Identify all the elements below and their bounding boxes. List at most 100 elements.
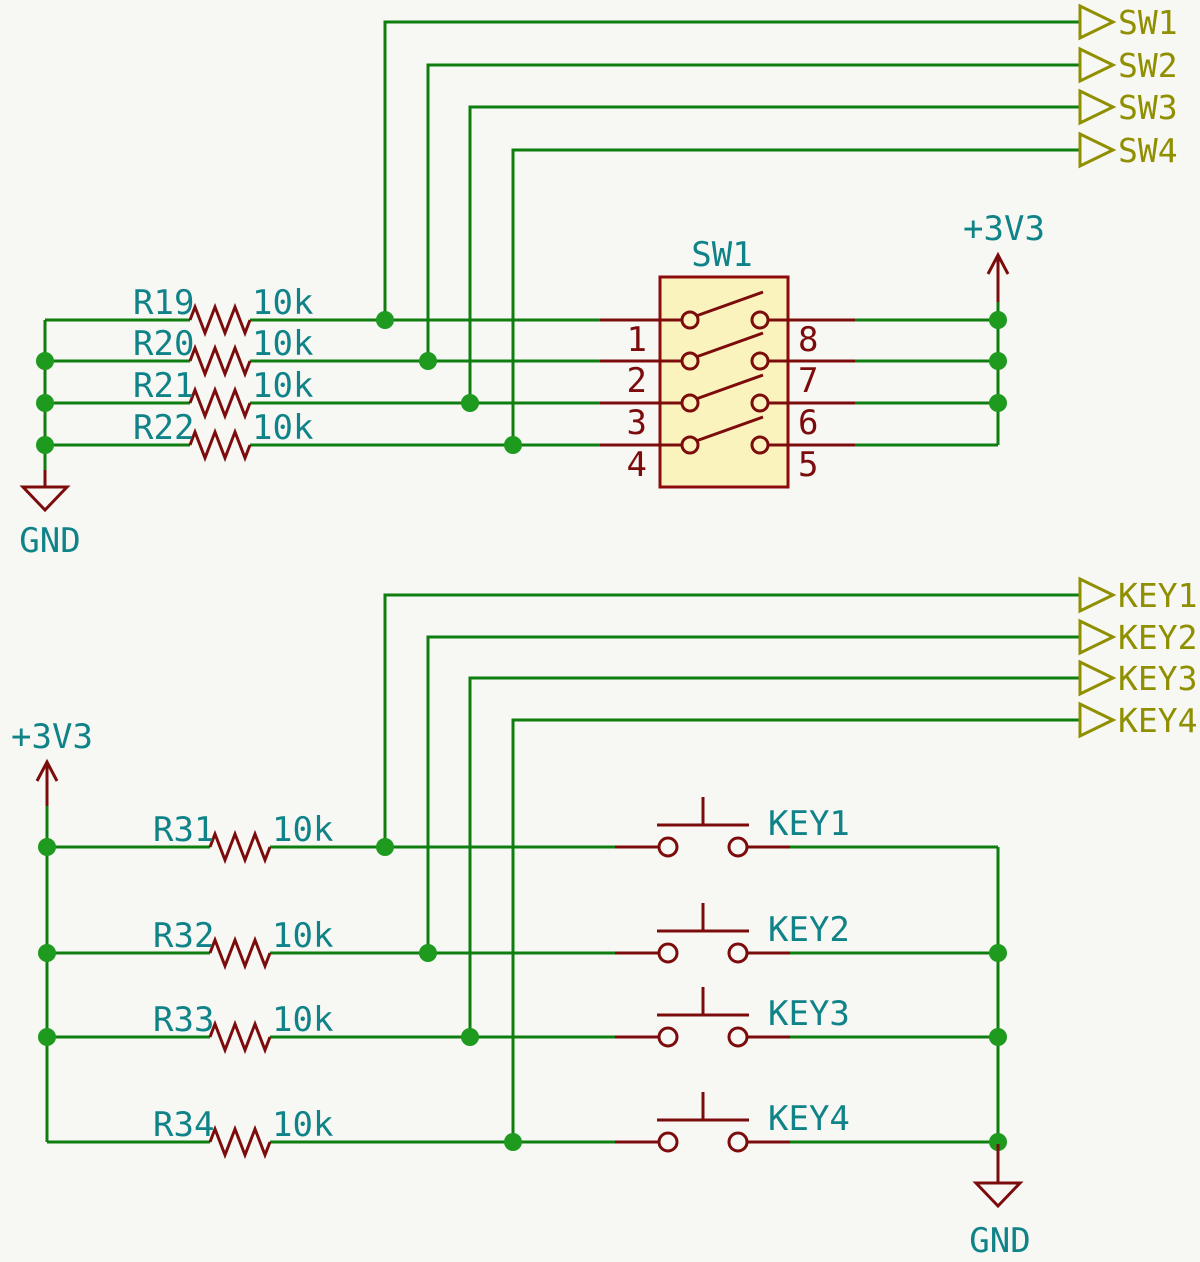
pin-number: 5 [798,445,818,485]
resistor-body [208,1124,272,1160]
junction-dot [419,944,437,962]
gnd-label: GND [969,1221,1030,1261]
resistor-value: 10k [252,324,313,364]
resistor-r19: R19 10k [133,283,313,338]
resistor-body [208,829,272,865]
junction-dot [989,1133,1007,1151]
global-label-sw4: SW4 [1078,131,1178,170]
wire-segment [468,105,1080,403]
button-label: KEY2 [768,910,850,950]
wire-segment [511,718,1080,1142]
resistor-value: 10k [252,408,313,448]
button-contact [727,1026,749,1048]
global-label-arrow-icon [1078,3,1117,41]
bottom-section: R31 10k R32 10k R33 10k R34 10k KEY1 [11,576,1197,1261]
pin-number: 1 [627,320,647,360]
resistor-r21: R21 10k [133,366,313,421]
junction-dot [504,436,522,454]
button-contact [657,836,679,858]
junction-dot [461,394,479,412]
resistor-ref: R19 [133,283,194,323]
switch-lever [695,415,764,443]
switch-lever [695,290,764,318]
gnd-triangle-icon [19,485,71,513]
resistor-r20: R20 10k [133,324,313,379]
switch-contact [680,393,700,413]
global-label-key1: KEY1 [1078,576,1197,615]
push-button-key1: KEY1 [615,797,850,858]
power-label: +3V3 [11,717,93,757]
global-label-sw2: SW2 [1078,46,1178,85]
switch-ref: SW1 [691,235,752,275]
resistor-ref: R32 [153,916,214,956]
resistor-ref: R34 [153,1105,214,1145]
button-contact [727,942,749,964]
global-label-arrow-icon [1078,576,1117,614]
global-label-text: SW2 [1118,46,1178,85]
junction-dot [989,352,1007,370]
global-label-arrow-icon [1078,88,1117,126]
resistor-r32: R32 10k [153,916,333,971]
push-button-key4: KEY4 [615,1092,850,1153]
junction-dot [38,944,56,962]
switch-lever [695,331,764,359]
button-contact [727,836,749,858]
button-contact [657,1131,679,1153]
resistor-r31: R31 10k [153,810,333,865]
push-button-key3: KEY3 [615,987,850,1048]
global-label-text: SW3 [1118,88,1178,127]
top-section: R19 10k R20 10k R21 10k R22 10k SW1 [19,3,1177,561]
resistor-value: 10k [272,1105,333,1145]
global-label-key3: KEY3 [1078,659,1197,698]
global-label-sw3: SW3 [1078,88,1178,127]
global-label-text: SW1 [1118,3,1178,42]
junction-dot [989,1028,1007,1046]
junction-dot [989,311,1007,329]
pin-number: 7 [798,361,818,401]
resistor-body [188,343,252,379]
wire-segment [383,593,1080,847]
switch-contact [680,435,700,455]
pin-number: 8 [798,320,818,360]
button-label: KEY4 [768,1099,850,1139]
junction-dot [504,1133,522,1151]
global-label-arrow-icon [1078,618,1117,656]
global-label-text: KEY3 [1118,659,1197,698]
wire-segment [468,676,1080,1037]
push-button-key2: KEY2 [615,903,850,964]
wire-segment [511,148,1080,445]
global-label-text: KEY1 [1118,576,1197,615]
resistor-value: 10k [272,810,333,850]
switch-lever [695,373,764,401]
pin-number: 6 [798,403,818,443]
power-arrow-icon [35,758,59,782]
junction-dot [38,838,56,856]
power-arrow-icon [986,251,1010,275]
pin-number: 3 [627,403,647,443]
button-contact [727,1131,749,1153]
switch-contact [680,351,700,371]
button-contact [657,942,679,964]
button-label: KEY3 [768,994,850,1034]
resistor-ref: R33 [153,1000,214,1040]
global-label-arrow-icon [1078,131,1117,169]
resistor-r22: R22 10k [133,408,313,463]
resistor-value: 10k [272,916,333,956]
junction-dot [36,352,54,370]
resistor-value: 10k [272,1000,333,1040]
junction-dot [38,1028,56,1046]
resistor-body [188,302,252,338]
resistor-value: 10k [252,366,313,406]
button-contact [657,1026,679,1048]
global-label-arrow-icon [1078,659,1117,697]
resistor-body [188,385,252,421]
pin-number: 2 [627,361,647,401]
resistor-ref: R20 [133,324,194,364]
power-flag-3v3: +3V3 [963,209,1045,302]
gnd-triangle-icon [972,1181,1024,1209]
global-label-arrow-icon [1078,701,1117,739]
resistor-body [188,427,252,463]
gnd-flag: GND [19,470,81,561]
